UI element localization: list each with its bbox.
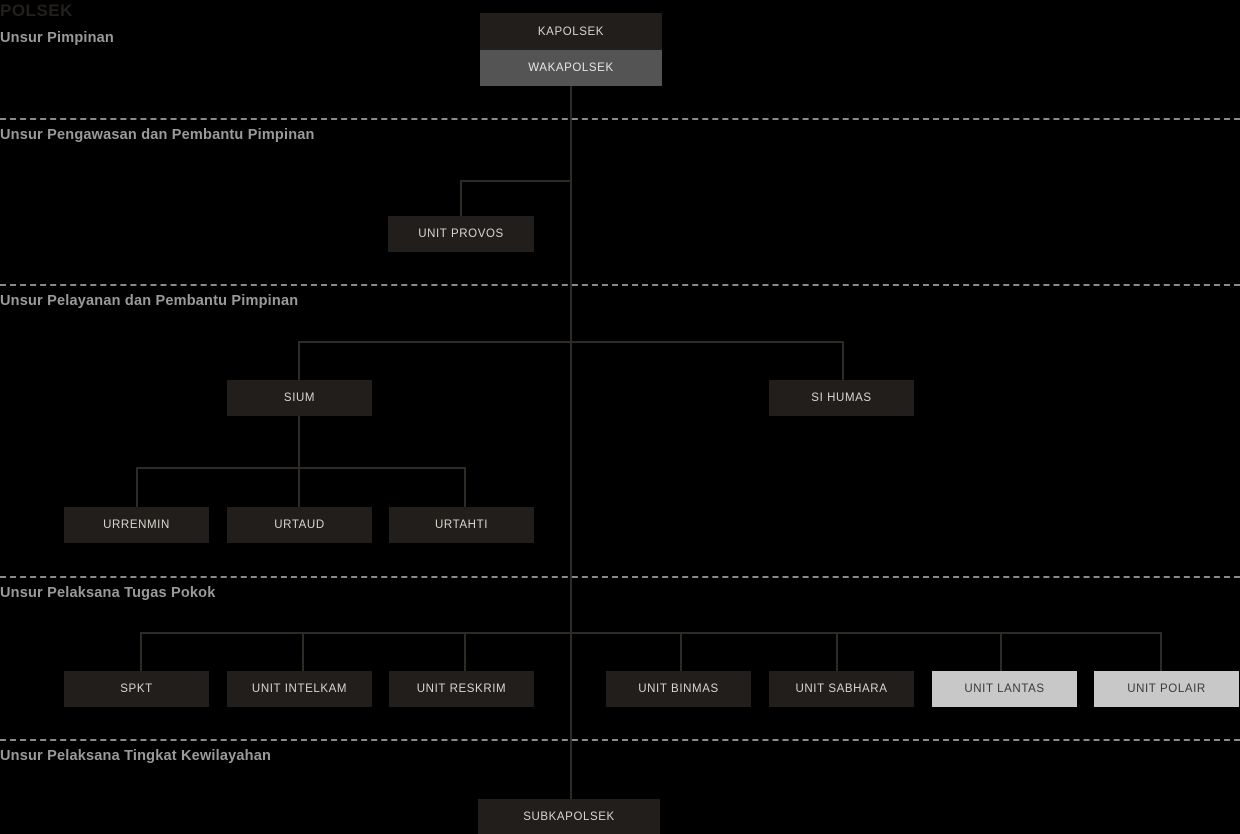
band-label-unsur-pengawasan: Unsur Pengawasan dan Pembantu Pimpinan: [0, 127, 315, 143]
node-unit-reskrim[interactable]: UNIT RESKRIM: [389, 671, 534, 707]
connector-provos-horizontal: [460, 180, 572, 182]
section-divider-4: [0, 739, 1240, 741]
section-divider-1: [0, 118, 1240, 120]
node-unit-binmas[interactable]: UNIT BINMAS: [606, 671, 751, 707]
connector-intelkam-drop: [302, 632, 304, 671]
connector-binmas-drop: [680, 632, 682, 671]
page-title: POLSEK: [0, 1, 73, 20]
connector-urtahti-drop: [464, 467, 466, 507]
band-label-unsur-pelayanan: Unsur Pelayanan dan Pembantu Pimpinan: [0, 293, 299, 309]
connector-sihumas-drop: [842, 341, 844, 380]
node-subkapolsek[interactable]: SUBKAPOLSEK: [478, 799, 660, 834]
connector-urtaud-drop: [298, 467, 300, 507]
node-urtaud[interactable]: URTAUD: [227, 507, 372, 543]
connector-sium-humas-bar: [298, 341, 844, 343]
node-spkt[interactable]: SPKT: [64, 671, 209, 707]
connector-lantas-drop: [1000, 632, 1002, 671]
connector-sium-stem: [298, 416, 300, 467]
node-si-humas[interactable]: SI HUMAS: [769, 380, 914, 416]
band-label-unsur-pimpinan: Unsur Pimpinan: [0, 30, 114, 46]
node-urtahti[interactable]: URTAHTI: [389, 507, 534, 543]
connector-provos-drop: [460, 180, 462, 216]
connector-reskrim-drop: [464, 632, 466, 671]
band-label-unsur-kewilayahan: Unsur Pelaksana Tingkat Kewilayahan: [0, 748, 272, 764]
connector-main-spine: [570, 86, 572, 799]
connector-spkt-drop: [140, 632, 142, 671]
connector-sium-drop: [298, 341, 300, 380]
section-divider-2: [0, 284, 1240, 286]
node-unit-polair[interactable]: UNIT POLAIR: [1094, 671, 1239, 707]
section-divider-3: [0, 576, 1240, 578]
node-unit-sabhara[interactable]: UNIT SABHARA: [769, 671, 914, 707]
connector-polair-drop: [1160, 632, 1162, 671]
connector-sabhara-drop: [836, 632, 838, 671]
connector-urrenmin-drop: [136, 467, 138, 507]
node-kapolsek[interactable]: KAPOLSEK: [480, 13, 662, 50]
node-sium[interactable]: SIUM: [227, 380, 372, 416]
node-unit-intelkam[interactable]: UNIT INTELKAM: [227, 671, 372, 707]
band-label-unsur-pelaksana-tugas: Unsur Pelaksana Tugas Pokok: [0, 585, 216, 601]
connector-tugas-pokok-bar: [140, 632, 1162, 634]
node-wakapolsek[interactable]: WAKAPOLSEK: [480, 50, 662, 86]
node-unit-provos[interactable]: UNIT PROVOS: [388, 216, 534, 252]
node-unit-lantas[interactable]: UNIT LANTAS: [932, 671, 1077, 707]
node-urrenmin[interactable]: URRENMIN: [64, 507, 209, 543]
connector-sium-children-bar: [136, 467, 466, 469]
